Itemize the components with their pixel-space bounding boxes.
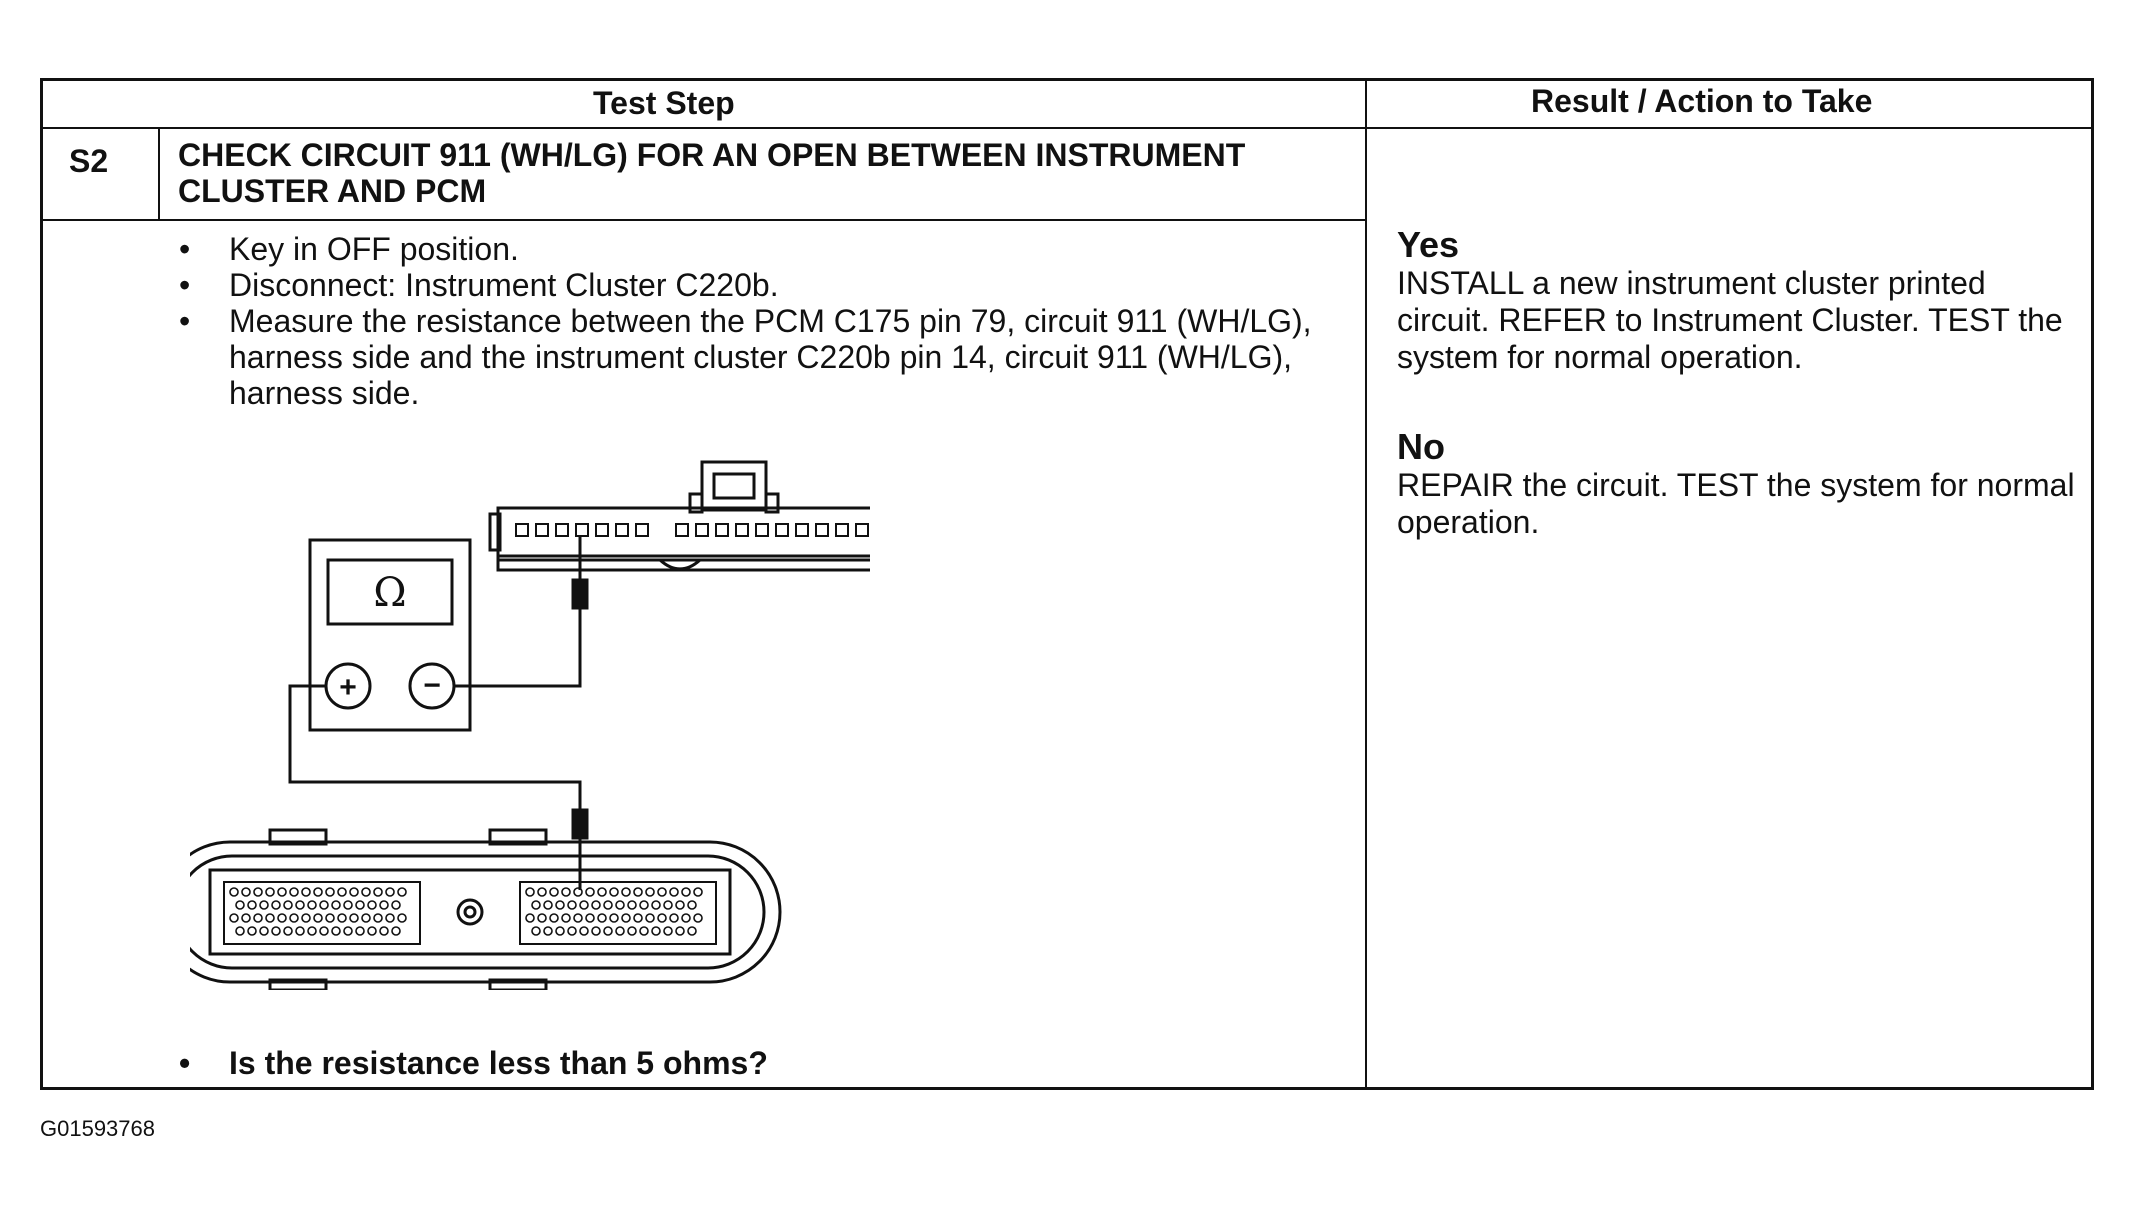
column-divider bbox=[1365, 81, 1367, 1087]
step-instructions: Key in OFF position. Disconnect: Instrum… bbox=[175, 231, 1355, 411]
yes-label: Yes bbox=[1397, 224, 1460, 265]
figure-id: G01593768 bbox=[40, 1116, 155, 1141]
pcm-connector-c175 bbox=[190, 828, 782, 990]
result-no: No REPAIR the circuit. TEST the system f… bbox=[1397, 427, 2087, 541]
wiring-diagram: Ω + − bbox=[190, 460, 870, 990]
header-divider bbox=[43, 127, 2091, 129]
no-text: REPAIR the circuit. TEST the system for … bbox=[1397, 467, 2075, 540]
pcm-probe bbox=[571, 808, 589, 890]
cluster-probe bbox=[571, 536, 589, 610]
test-step-table: Test Step Result / Action to Take S2 CHE… bbox=[40, 78, 2094, 1090]
step-question: Is the resistance less than 5 ohms? bbox=[175, 1045, 768, 1081]
step-id-divider bbox=[158, 127, 160, 219]
instruction-item: Key in OFF position. bbox=[175, 231, 1355, 267]
minus-terminal-icon: − bbox=[423, 669, 441, 702]
plus-terminal-icon: + bbox=[339, 671, 357, 704]
cluster-connector-pins bbox=[515, 523, 869, 537]
test-leads bbox=[288, 608, 582, 810]
header-result: Result / Action to Take bbox=[1531, 83, 1873, 119]
step-id: S2 bbox=[69, 143, 109, 179]
ohm-symbol: Ω bbox=[373, 570, 406, 616]
title-divider bbox=[43, 219, 1365, 221]
pcm-connector-pins bbox=[229, 887, 703, 936]
instruction-item: Disconnect: Instrument Cluster C220b. bbox=[175, 267, 1355, 303]
step-title: CHECK CIRCUIT 911 (WH/LG) FOR AN OPEN BE… bbox=[178, 137, 1246, 209]
result-yes: Yes INSTALL a new instrument cluster pri… bbox=[1397, 225, 2087, 376]
ohmmeter bbox=[308, 538, 472, 732]
no-label: No bbox=[1397, 426, 1445, 467]
header-test-step: Test Step bbox=[593, 85, 735, 121]
instruction-item: Measure the resistance between the PCM C… bbox=[175, 303, 1355, 411]
cluster-connector-c220b bbox=[488, 460, 870, 572]
yes-text: INSTALL a new instrument cluster printed… bbox=[1397, 265, 2063, 375]
